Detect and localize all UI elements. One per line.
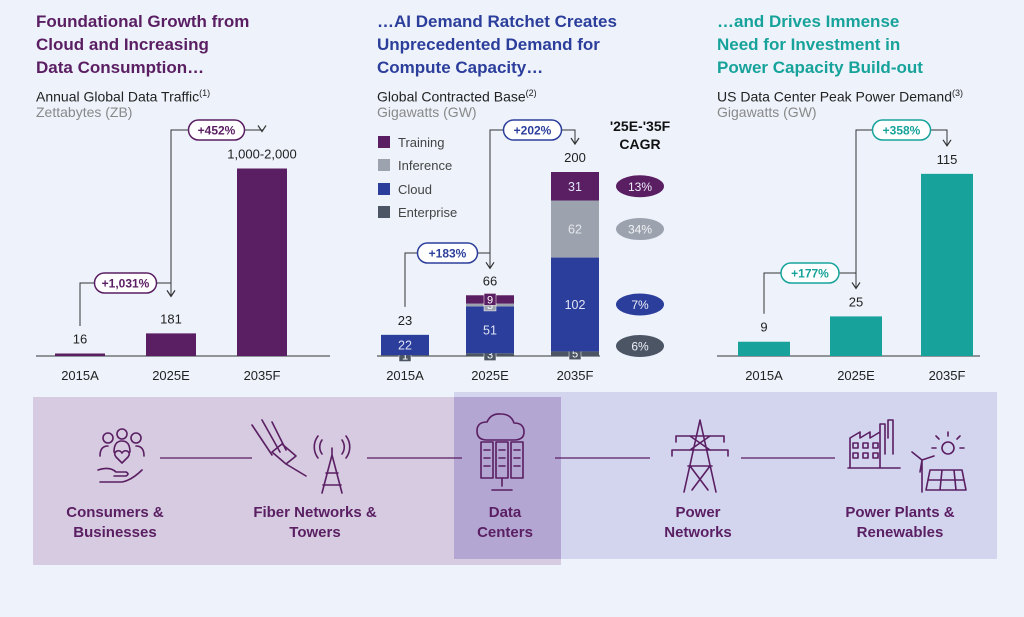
chart3-tick-label: 2035F [929,368,966,383]
chart2-growth-2-pill [502,119,563,141]
chart1-growth-1-pill [93,272,158,294]
legend-swatch-cloud [378,183,390,195]
chart2-total-label: 23 [398,313,412,328]
chart1-bar-2015A [55,353,105,356]
panel-2-subtitle: Global Contracted Base(2) [377,88,537,105]
chart2-growth-2: +202% [514,124,552,138]
chart1-bar-2035F [237,168,287,356]
chart2-segment-label: 51 [483,323,497,337]
chart1-tick-label: 2025E [152,368,190,383]
cagr-pill-enterprise [616,335,664,357]
panel-2-heading: …AI Demand Ratchet Creates Unprecedented… [377,12,617,77]
power-pylon-icon [671,419,729,493]
data-center-icon [476,413,525,491]
chart2-segment-label: 3 [487,300,493,312]
node-label-fiber: Fiber Networks & Towers [253,504,377,541]
chart1-value-label: 16 [73,332,87,347]
chart2-tick-label: 2035F [557,368,594,383]
chart3-growth-1: +177% [791,267,829,281]
chart1-tick-label: 2035F [244,368,281,383]
legend-swatch-enterprise [378,206,390,218]
cagr-title: CAGR [619,136,660,152]
chart3-tick-label: 2015A [745,368,783,383]
chart2-segment-label: 3 [487,350,493,362]
people-hand-icon [97,428,145,483]
chart3-bar-2035F [921,173,973,356]
chart2-tick-label: 2025E [471,368,509,383]
panel-3-subtitle: US Data Center Peak Power Demand(3) [717,88,963,105]
chart1-growth-1: +1,031% [102,277,150,291]
chart1-value-label: 181 [160,311,182,326]
chart3-growth-2-arrow [942,139,952,147]
chart2-segment-label: 102 [565,298,586,312]
cagr-pill-training [616,175,664,198]
legend-label-inference: Inference [398,158,452,173]
cagr-pill-cloud [616,293,664,316]
cagr-label: 13% [628,180,652,194]
panel-3-heading: …and Drives Immense Need for Investment … [717,12,923,77]
cagr-label: 34% [628,223,652,237]
chart2-segment-cloud [466,306,514,354]
chart2-growth-1-pill [416,242,479,264]
legend-swatch-inference [378,159,390,171]
panel-2-unit: Gigawatts (GW) [377,104,477,120]
cagr-title: '25E-'35F [610,118,671,134]
chart3-growth-1-pill [780,262,840,284]
chart2-segment-label: 62 [568,223,582,237]
chart2-segment-cloud [381,334,429,356]
chart3-growth-2: +358% [883,124,921,138]
node-label-consumers: Consumers & Businesses [66,504,164,541]
charts-canvas: 16 2015A 181 2025E 1,000-2,000 2035F +1,031% +4… [36,118,980,383]
panel-1-unit: Zettabytes (ZB) [36,104,133,120]
panel-1-heading: Foundational Growth from Cloud and Incre… [36,12,250,77]
chart2-segment-cloud [551,257,599,352]
panel-1-subtitle: Annual Global Data Traffic(1) [36,88,211,105]
chart2-total-label: 66 [483,273,497,288]
chart1-bar-2025E [146,333,196,356]
node-label-power-plants: Power Plants & Renewables [845,504,955,541]
panel-3-unit: Gigawatts (GW) [717,104,817,120]
chart3-value-label: 115 [937,152,958,167]
node-label-data-centers: Data Centers [477,504,533,541]
chart2-segment-label: 9 [487,294,493,306]
chart1-tick-label: 2015A [61,368,99,383]
cagr-pill-inference [616,218,664,241]
chart1-value-label: 1,000-2,000 [227,147,296,162]
legend-label-training: Training [398,135,444,150]
chart3-value-label: 9 [760,320,767,335]
chart3-bar-2025E [830,316,882,356]
chart3-tick-label: 2025E [837,368,875,383]
cagr-label: 7% [631,298,649,312]
cagr-label: 6% [631,340,649,354]
node-label-power-networks: Power Networks [664,504,732,541]
power-plant-icon [847,419,967,493]
legend-label-enterprise: Enterprise [398,205,457,220]
chart2-tick-label: 2015A [386,368,424,383]
chart3-bar-2015A [738,341,790,356]
chart2-growth-1: +183% [429,247,467,261]
chart2-segment-label: 22 [398,338,412,352]
chart2-segment-label: 5 [572,349,578,361]
chart2-growth-2-arrow [570,137,580,146]
chart1-growth-2-pill [187,119,246,141]
chart2-small-badge [483,293,497,306]
fiber-tower-icon [251,419,351,494]
chart1-growth-2: +452% [198,124,236,138]
chart1-growth-2-arrow [257,125,267,133]
chart2-segment-training [551,172,599,201]
chart2-total-label: 200 [564,150,586,165]
chart3-growth-2-pill [871,119,932,141]
chart3-value-label: 25 [849,294,863,309]
legend-swatch-training [378,136,390,148]
chart2-segment-inference [551,200,599,258]
chart2-segment-label: 31 [568,180,582,194]
chart2-segment-label: 1 [402,351,408,363]
legend-label-cloud: Cloud [398,182,432,197]
